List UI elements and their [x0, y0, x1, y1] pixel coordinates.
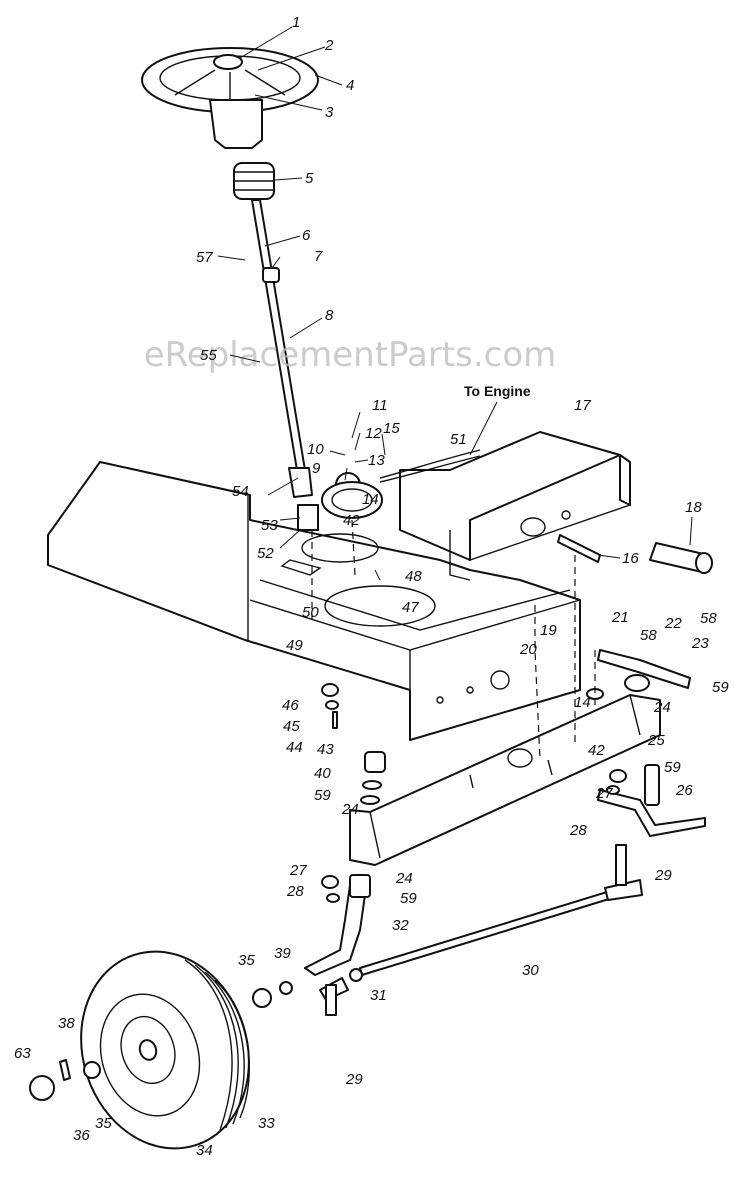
callout-15: 15 [383, 420, 400, 437]
leader-lines [217, 26, 693, 581]
callout-13: 13 [368, 452, 385, 469]
callout-28-b: 28 [286, 883, 304, 900]
callout-25: 25 [647, 732, 665, 749]
callout-50: 50 [302, 604, 319, 621]
chassis-frame [47, 461, 581, 741]
callout-5: 5 [305, 170, 314, 187]
callout-42: 42 [588, 742, 605, 759]
callout-21: 21 [611, 609, 629, 626]
callout-19: 19 [540, 622, 557, 639]
callout-36: 36 [73, 1127, 90, 1144]
pivot-bolt [649, 542, 713, 574]
callout-57: 57 [196, 249, 213, 266]
steering-wheel [141, 47, 319, 149]
callout-55: 55 [200, 347, 217, 364]
drag-link [557, 534, 601, 563]
callout-47: 47 [402, 599, 419, 616]
callout-44: 44 [286, 739, 303, 756]
callout-33: 33 [258, 1115, 275, 1132]
callout-29a: 29 [654, 867, 672, 884]
callout-27-b: 27 [289, 862, 307, 879]
callout-24-c: 24 [395, 870, 413, 887]
steering-arm [597, 649, 691, 692]
left-spindle [304, 874, 371, 976]
hub-hardware [29, 981, 293, 1101]
callout-24-b: 24 [341, 801, 359, 818]
callout-58: 58 [700, 610, 717, 627]
callout-11: 11 [372, 397, 388, 414]
callout-8: 8 [325, 307, 334, 324]
callout-35a: 35 [238, 952, 255, 969]
callout-2: 2 [324, 37, 334, 54]
callout-34: 34 [196, 1142, 213, 1159]
callout-17: 17 [574, 397, 591, 414]
callout-16: 16 [622, 550, 639, 567]
steering-shaft [251, 199, 361, 531]
callout-51: 51 [450, 431, 467, 448]
tie-rod [319, 844, 643, 1016]
callout-45: 45 [283, 718, 300, 735]
callout-10: 10 [307, 441, 324, 458]
callout-43: 43 [317, 741, 334, 758]
callout-14-lower: 14 [574, 694, 591, 711]
callout-49: 49 [286, 637, 303, 654]
callout-63: 63 [14, 1045, 31, 1062]
callout-14: 14 [362, 491, 379, 508]
callout-24a: 24 [653, 699, 671, 716]
callout-22: 22 [664, 615, 682, 632]
callout-20: 20 [519, 641, 537, 658]
callout-6: 6 [302, 227, 311, 244]
callout-59a: 59 [712, 679, 729, 696]
callout-48: 48 [405, 568, 422, 585]
axle-hardware [321, 683, 627, 903]
callout-59-c: 59 [664, 759, 681, 776]
callout-40: 40 [314, 765, 331, 782]
callout-12: 12 [365, 425, 382, 442]
frame-bracket [399, 431, 631, 581]
front-axle [349, 694, 661, 866]
steering-gear [321, 449, 481, 519]
note-to-engine: To Engine [464, 383, 531, 399]
callout-26: 26 [675, 782, 693, 799]
callout-23: 23 [691, 635, 709, 652]
callout-1: 1 [292, 14, 300, 31]
callout-42-upper: 42 [343, 512, 360, 529]
callout-31: 31 [370, 987, 387, 1004]
hidden-lines [311, 519, 596, 761]
callout-39: 39 [274, 945, 291, 962]
right-spindle [597, 764, 706, 837]
callout-54: 54 [232, 483, 249, 500]
callout-58-b: 58 [640, 627, 657, 644]
watermark: eReplacementParts.com [144, 335, 557, 375]
callout-28a: 28 [569, 822, 587, 839]
callout-7: 7 [314, 248, 323, 265]
callout-59-d: 59 [400, 890, 417, 907]
callout-3: 3 [325, 104, 334, 121]
callout-53: 53 [261, 517, 278, 534]
callout-59-b: 59 [314, 787, 331, 804]
callout-4: 4 [346, 77, 354, 94]
callout-35-b: 35 [95, 1115, 112, 1132]
callout-labels: 1 2 3 4 5 6 7 8 9 10 11 12 13 14 15 16 1… [14, 14, 729, 1159]
callout-46: 46 [282, 697, 299, 714]
callout-30: 30 [522, 962, 539, 979]
steering-grip [233, 162, 275, 200]
callout-38: 38 [58, 1015, 75, 1032]
callout-29-b: 29 [345, 1071, 363, 1088]
callout-52: 52 [257, 545, 274, 562]
callout-18: 18 [685, 499, 702, 516]
callout-27a: 27 [595, 785, 613, 802]
callout-9: 9 [312, 460, 321, 477]
callout-32: 32 [392, 917, 409, 934]
